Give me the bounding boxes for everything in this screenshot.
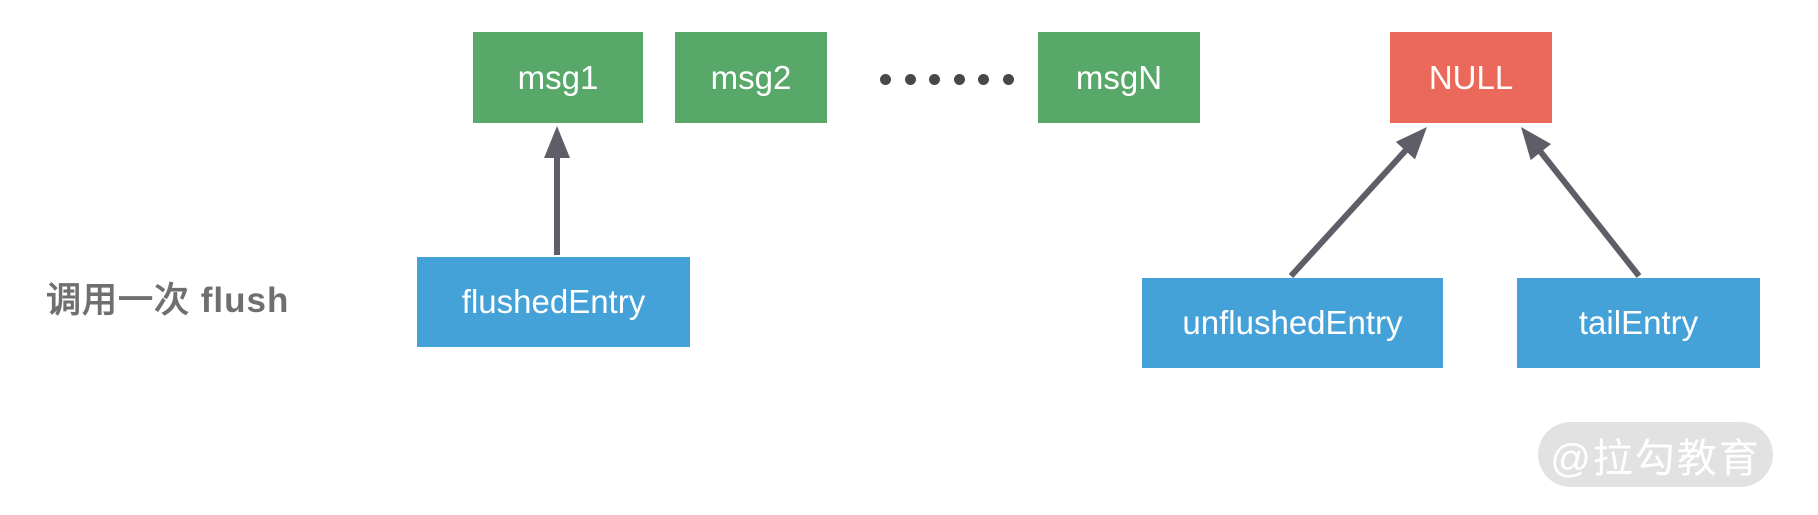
arrow-line-unflushedEntry-to-null [1288, 145, 1411, 279]
node-msg1: msg1 [473, 32, 643, 123]
node-label-null: NULL [1428, 58, 1514, 96]
node-label-flushedEntry: flushedEntry [461, 283, 646, 320]
node-msgN: msgN [1038, 32, 1200, 123]
ellipsis-dot [928, 73, 940, 85]
node-null: NULL [1390, 32, 1552, 123]
node-flushedEntry: flushedEntry [417, 257, 690, 347]
caption-flush-label: 调用一次 flush [46, 281, 290, 320]
arrow-head-unflushedEntry-to-null [1395, 127, 1427, 160]
node-label-unflushedEntry: unflushedEntry [1182, 304, 1403, 341]
node-tailEntry: tailEntry [1517, 278, 1760, 368]
ellipsis-dot [953, 73, 965, 85]
node-unflushedEntry: unflushedEntry [1142, 278, 1443, 368]
node-msg2: msg2 [675, 32, 827, 123]
ellipsis-dot [977, 73, 989, 85]
node-label-msgN: msgN [1075, 58, 1163, 96]
node-label-msg1: msg1 [517, 58, 599, 96]
arrow-head-tailEntry-to-null [1521, 127, 1552, 161]
arrow-line-tailEntry-to-null [1536, 147, 1642, 278]
watermark-badge: @拉勾教育 [1538, 422, 1773, 487]
arrow-head-flushedEntry-to-msg1 [544, 126, 570, 158]
node-label-msg2: msg2 [710, 58, 792, 96]
node-label-tailEntry: tailEntry [1578, 304, 1699, 341]
ellipsis-dot [904, 73, 916, 85]
ellipsis-dot [1002, 73, 1014, 85]
ellipsis-dot [879, 73, 891, 85]
